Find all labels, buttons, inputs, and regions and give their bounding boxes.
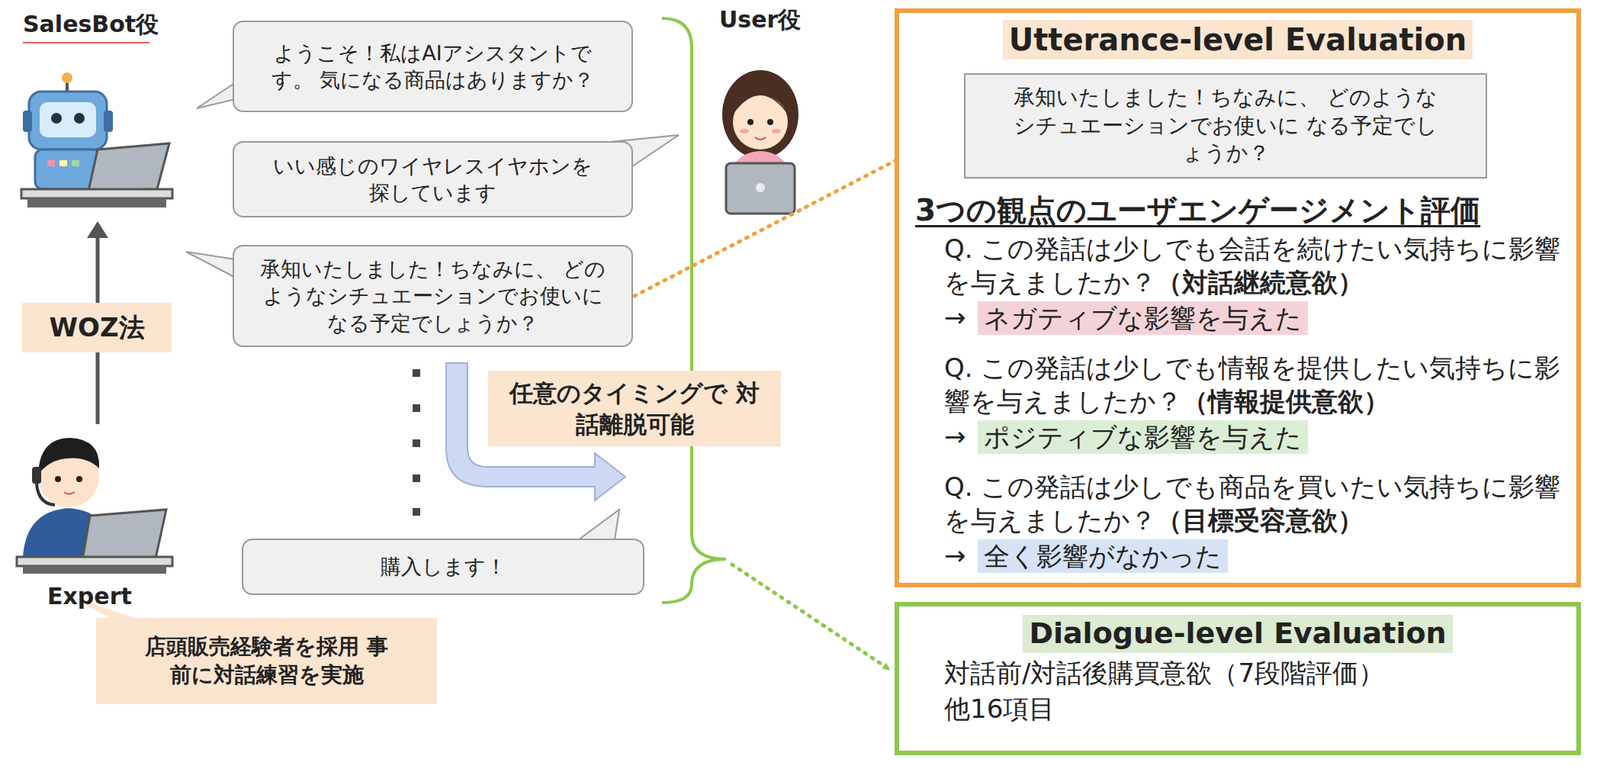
ellipsis-dots-part [412, 369, 421, 377]
user-figure-part [755, 183, 765, 193]
node-text: 店頭販売経験者を採用 事前に対話練習を実施 [141, 632, 393, 689]
robot-figure-part [51, 112, 62, 124]
node-text: 全く影響がなかった [983, 539, 1222, 573]
question-aspect: （情報提供意欲） [1182, 385, 1390, 417]
question-block: Q. この発話は少しでも会話を続けたい気持ちに影響を与えましたか？（対話継続意欲… [944, 231, 1566, 299]
robot-figure [21, 72, 173, 208]
node-text: ネガティブな影響を与えた [983, 301, 1302, 335]
expert-figure-part [32, 466, 42, 484]
panel-subheading: 3つの観点のユーザエンゲージメント評価 [915, 192, 1481, 230]
user-figure-part [771, 128, 781, 134]
role-label: User役 [719, 6, 801, 34]
question-aspect: （対話継続意欲） [1156, 266, 1364, 298]
question-block: Q. この発話は少しでも情報を提供したい気持ちに影響を与えましたか？（情報提供意… [944, 350, 1566, 418]
user-speech-bubble: 購入します！ [241, 538, 645, 595]
robot-figure-part [61, 72, 73, 84]
node-text: 承知いたしました！ちなみに、 どのようなシチュエーションでお使いに なる予定でし… [1012, 83, 1440, 168]
robot-figure-part [28, 91, 107, 150]
criterion-text: 対話前/対話後購買意欲（7段階評価） [944, 656, 1385, 690]
method-box: WOZ法 [22, 302, 172, 353]
robot-figure-part [47, 160, 55, 167]
expert-figure-part [22, 565, 167, 574]
criterion-text: 他16項目 [944, 692, 1055, 726]
robot-figure-part [21, 189, 173, 199]
title-underline [22, 41, 150, 44]
expert-figure-part [54, 475, 62, 482]
bubble-tail [578, 509, 620, 540]
node-text: 承知いたしました！ちなみに、 どのようなシチュエーションでお使いに なる予定でし… [250, 255, 617, 336]
utterance-eval-panel: Utterance-level Evaluation 3つの観点のユーザエンゲージ… [894, 8, 1581, 588]
expert-figure-part [64, 491, 75, 495]
user-figure-part [739, 128, 749, 134]
user-figure-part [732, 93, 788, 115]
heading-row: Utterance-level Evaluation [899, 19, 1577, 60]
robot-figure-part [88, 143, 170, 191]
robot-figure-part [59, 160, 68, 167]
ellipsis-dots [412, 369, 421, 516]
bubble-tail [186, 251, 236, 278]
answer-highlight: 全く影響がなかった [977, 539, 1228, 573]
node-text: いい感じのワイヤレスイヤホンを 探しています [273, 152, 594, 206]
expert-figure-part [16, 556, 173, 566]
woz-arrow-head [86, 221, 109, 238]
arrow-symbol: → [944, 302, 967, 334]
node-text: WOZ法 [48, 310, 145, 344]
robot-figure-part [103, 110, 113, 132]
node-text: ポジティブな影響を与えた [983, 420, 1302, 454]
robot-figure-part [71, 160, 80, 167]
panel-heading: Utterance-level Evaluation [1002, 19, 1474, 60]
node-text: 購入します！ [380, 552, 507, 580]
user-figure-part [755, 137, 766, 140]
user-figure-part [722, 70, 799, 159]
note-box: 任意のタイミングで 対話離脱可能 [488, 370, 781, 447]
expert-figure-part [38, 437, 100, 475]
dialogue-eval-panel: Dialogue-level Evaluation対話前/対話後購買意欲（7段階… [894, 601, 1581, 756]
bot-speech-bubble: ようこそ！私はAIアシスタントです。 気になる商品はありますか？ [232, 20, 633, 113]
role-label: Expert [47, 582, 132, 611]
arrow-symbol: → [944, 539, 967, 572]
node-text: 任意のタイミングで 対話離脱可能 [508, 377, 761, 440]
user-figure-part [747, 118, 754, 126]
ellipsis-dots-part [412, 507, 421, 516]
ellipsis-dots-part [412, 439, 421, 447]
dialogue-eval-pointer [732, 564, 888, 669]
heading-row: Dialogue-level Evaluation [899, 614, 1577, 653]
user-figure-part [726, 163, 795, 214]
node-text: ようこそ！私はAIアシスタントです。 気になる商品はありますか？ [253, 39, 613, 94]
answer-highlight: ポジティブな影響を与えた [977, 420, 1308, 454]
bot-speech-bubble: 承知いたしました！ちなみに、 どのようなシチュエーションでお使いに なる予定でし… [232, 244, 633, 347]
robot-figure-part [27, 198, 167, 208]
robot-figure-part [39, 102, 97, 138]
expert-figure [16, 437, 173, 574]
ellipsis-dots-part [412, 404, 421, 412]
example-utterance-box: 承知いたしました！ちなみに、 どのようなシチュエーションでお使いに なる予定でし… [963, 73, 1488, 179]
answer-highlight: ネガティブな影響を与えた [977, 301, 1308, 335]
user-speech-bubble: いい感じのワイヤレスイヤホンを 探しています [232, 141, 633, 218]
question-aspect: （目標受容意欲） [1156, 504, 1364, 536]
ellipsis-dots-part [412, 474, 421, 482]
expert-figure-part [82, 509, 167, 560]
expert-figure-part [76, 475, 83, 482]
role-label: SalesBot役 [22, 10, 159, 39]
robot-figure-part [22, 110, 33, 132]
bubble-tail [196, 82, 236, 109]
dialogue-bracket [661, 18, 727, 603]
expert-callout: 店頭販売経験者を採用 事前に対話練習を実施 [96, 617, 437, 704]
arrow-symbol: → [944, 420, 967, 453]
robot-figure-part [73, 112, 85, 124]
panel-heading: Dialogue-level Evaluation [1022, 614, 1453, 653]
user-figure [722, 70, 799, 214]
user-figure-part [767, 118, 774, 126]
question-block: Q. この発話は少しでも商品を買いたい気持ちに影響を与えましたか？（目標受容意欲… [944, 469, 1566, 537]
